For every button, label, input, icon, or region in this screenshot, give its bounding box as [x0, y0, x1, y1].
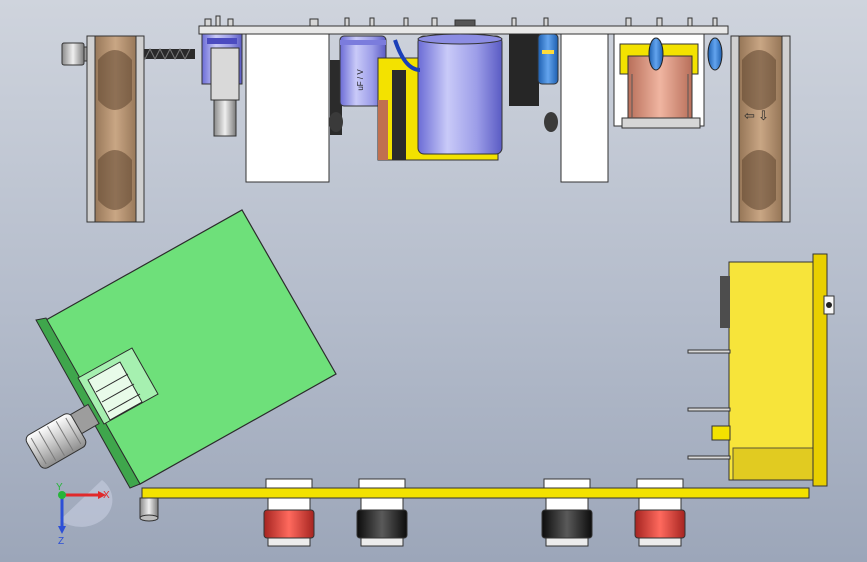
top-board	[198, 25, 729, 35]
jack-black-1[interactable]	[356, 497, 408, 547]
capacitor-medium: uF / V	[339, 35, 387, 107]
transformer-leads	[687, 349, 731, 460]
jack-red-2[interactable]	[634, 497, 686, 547]
bottom-board	[141, 487, 810, 499]
axis-y-label: Y	[56, 482, 63, 493]
left-blue-component	[201, 33, 243, 137]
fan-right-arrow-down: ⇩	[758, 108, 769, 123]
jack-black-2[interactable]	[541, 497, 593, 547]
blue-wire	[393, 39, 421, 72]
fan-left-screw-head	[61, 42, 85, 66]
rotary-knob[interactable]	[24, 403, 100, 470]
bottom-pcb-assembly[interactable]	[139, 478, 810, 547]
axis-x-label: X	[103, 490, 110, 501]
capacitor-large	[417, 33, 503, 155]
green-enclosure[interactable]	[24, 209, 337, 489]
fan-right-arrow-left: ⇦	[744, 108, 755, 123]
heatsink-left	[245, 33, 330, 183]
axis-triad-icon: X Y Z	[56, 480, 113, 547]
transformer-block[interactable]	[687, 253, 835, 487]
spacer-black	[392, 70, 406, 160]
heatsink-right	[560, 33, 609, 183]
screw-left	[329, 112, 343, 132]
axis-z-label: Z	[58, 536, 64, 547]
top-pcb-assembly[interactable]: uF / V	[198, 15, 729, 183]
transistor-right	[509, 34, 539, 106]
capacitor-marking: uF / V	[356, 69, 365, 91]
blue-diodes	[648, 37, 723, 71]
axis-y-dot	[58, 491, 66, 499]
board-top-pins	[204, 15, 718, 27]
jack-red-1[interactable]	[263, 497, 315, 547]
screw-right	[544, 112, 558, 132]
fan-right[interactable]: ⇦ ⇩	[730, 35, 791, 223]
resistor-brown	[378, 100, 388, 160]
transformer-connector	[720, 276, 730, 328]
fan-left[interactable]	[61, 35, 195, 223]
jack-nuts	[265, 478, 684, 489]
capacitor-small-blue	[537, 33, 559, 85]
